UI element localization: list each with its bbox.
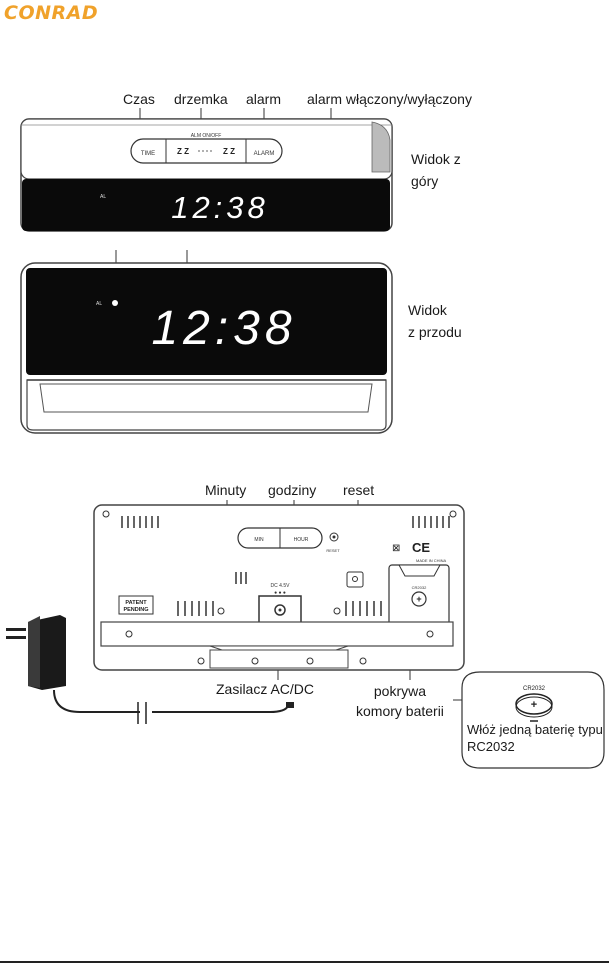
dc-label: DC 4.5V xyxy=(271,583,291,589)
svg-text:+: + xyxy=(531,699,537,711)
battery-cover-line1: pokrywa xyxy=(373,683,427,699)
svg-text:⊠: ⊠ xyxy=(392,543,400,554)
battery-note: Włóż jedną baterię typu RC2032 xyxy=(467,721,603,755)
battery-small-label: CR2032 xyxy=(412,585,427,590)
top-al-indicator: AL xyxy=(100,194,106,200)
top-view-caption: Widok z góry xyxy=(411,148,461,192)
hour-button-label: HOUR xyxy=(294,537,309,543)
front-view-caption: Widok z przodu xyxy=(408,299,462,343)
brand-logo: CONRAD xyxy=(4,2,99,24)
callout-reset: reset xyxy=(343,482,375,498)
front-view-caption-line2: z przodu xyxy=(408,324,462,340)
battery-cover-line2: komory baterii xyxy=(356,703,444,719)
svg-text:CE: CE xyxy=(412,540,430,555)
snooze-label: Z Z xyxy=(177,147,189,156)
top-view-clock: TIME ALARM Z Z Z Z ALM ON/OFF AL 12:38 xyxy=(20,118,393,232)
made-in-label: MADE IN CHINA xyxy=(416,558,447,563)
front-view-caption-line1: Widok xyxy=(408,302,447,318)
callout-alarm: alarm xyxy=(246,91,282,107)
callout-minutes: Minuty xyxy=(205,482,247,498)
top-view-caption-line1: Widok z xyxy=(411,151,461,167)
time-button-label: TIME xyxy=(141,151,155,157)
front-display-time: 12:38 xyxy=(151,302,296,355)
front-al-indicator: AL xyxy=(96,301,102,307)
back-view-clock: MIN HOUR RESET ⊠ CE MADE IN CHINA DC 4.5… xyxy=(93,504,465,671)
top-display-time: 12:38 xyxy=(171,190,269,225)
front-view-clock: AL 12:38 xyxy=(20,262,393,434)
ac-dc-adapter xyxy=(6,615,294,724)
top-view-caption-line2: góry xyxy=(411,173,439,189)
min-button-label: MIN xyxy=(254,537,264,543)
svg-text:+: + xyxy=(416,594,421,604)
callout-snooze: drzemka xyxy=(174,91,228,107)
callout-time: Czas xyxy=(123,91,155,107)
callout-battery-cover: pokrywa komory baterii xyxy=(356,681,444,721)
patent-line1: PATENT xyxy=(125,600,147,606)
alarm-button-label: ALARM xyxy=(254,151,275,157)
battery-callout: + CR2032 xyxy=(461,671,605,769)
svg-text:● ● ●: ● ● ● xyxy=(274,590,286,596)
callout-ac-dc: Zasilacz AC/DC xyxy=(216,681,315,697)
callout-hours: godziny xyxy=(268,482,317,498)
snooze-label-2: Z Z xyxy=(223,147,235,156)
patent-line2: PENDING xyxy=(123,607,148,613)
battery-type-label: CR2032 xyxy=(523,686,546,692)
battery-note-line2: RC2032 xyxy=(467,739,515,754)
reset-label: RESET xyxy=(326,548,340,553)
callout-alarm-onoff: alarm włączony/wyłączony xyxy=(307,91,472,107)
alm-onoff-label: ALM ON/OFF xyxy=(191,133,222,139)
battery-note-line1: Włóż jedną baterię typu xyxy=(467,722,603,737)
page-bottom-rule xyxy=(0,961,609,963)
